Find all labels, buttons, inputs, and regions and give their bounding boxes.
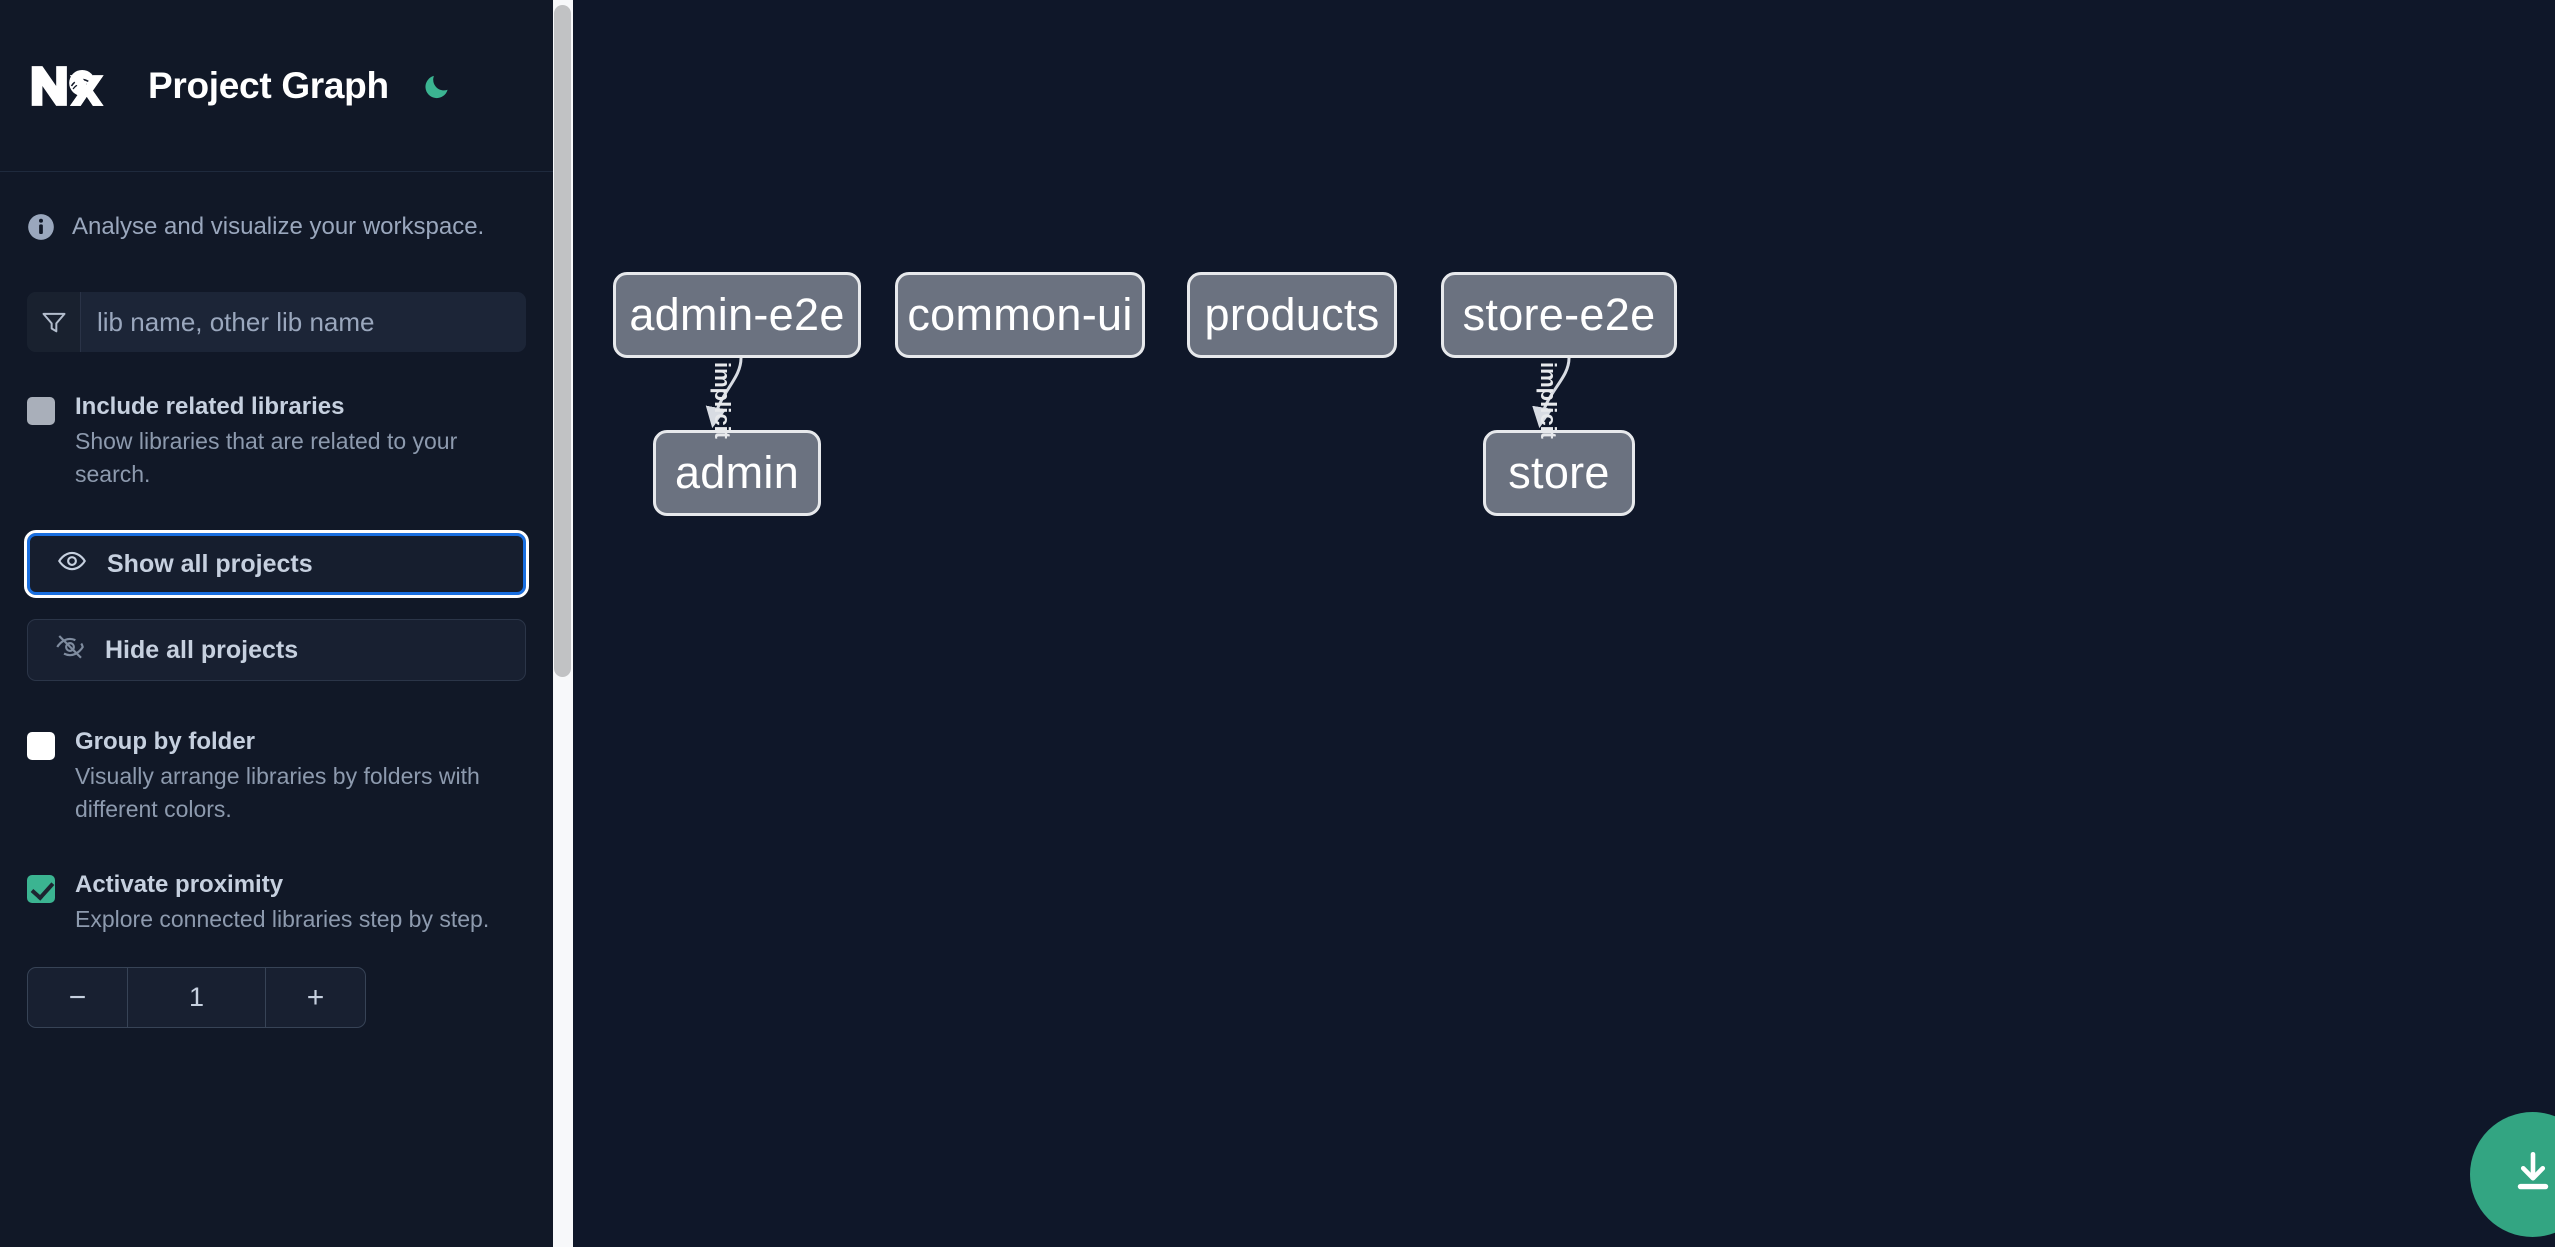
show-all-projects-label: Show all projects [107, 549, 313, 578]
sidebar-body: Include related libraries Show libraries… [0, 292, 553, 1029]
graph-node-common-ui[interactable]: common-ui [895, 272, 1145, 358]
include-related-libraries-checkbox[interactable] [27, 397, 55, 425]
proximity-value: 1 [188, 982, 205, 1013]
group-by-folder-checkbox[interactable] [27, 732, 55, 761]
proximity-increment-button[interactable]: + [265, 968, 365, 1028]
option-include-related-libraries[interactable]: Include related libraries Show libraries… [27, 392, 526, 490]
graph-edge-label-admin: implicit [710, 362, 735, 440]
sidebar-tagline: Analyse and visualize your workspace. [0, 172, 553, 282]
proximity-stepper: − 1 + [27, 967, 366, 1029]
nx-logo-icon [27, 60, 119, 112]
graph-node-label: products [1204, 289, 1380, 340]
graph-node-label: store [1508, 447, 1610, 498]
graph-node-admin[interactable]: admin [653, 430, 821, 516]
download-button[interactable] [2470, 1112, 2555, 1237]
app-title: Project Graph [148, 64, 389, 106]
eye-icon [57, 546, 87, 583]
eye-off-icon [55, 632, 85, 669]
sidebar-header: Project Graph [0, 0, 553, 172]
graph-node-label: admin-e2e [629, 289, 845, 340]
graph-node-label: store-e2e [1462, 289, 1656, 340]
tagline-text: Analyse and visualize your workspace. [72, 213, 485, 240]
hide-all-projects-wrapper: Hide all projects [27, 619, 526, 682]
moon-icon[interactable] [418, 65, 460, 107]
group-by-folder-description: Visually arrange libraries by folders wi… [75, 763, 480, 822]
graph-node-admin-e2e[interactable]: admin-e2e [613, 272, 861, 358]
show-all-projects-wrapper: Show all projects [24, 530, 529, 599]
download-icon [2508, 1147, 2555, 1202]
graph-edges [705, 357, 1571, 429]
graph-node-store[interactable]: store [1483, 430, 1635, 516]
activate-proximity-checkbox[interactable] [27, 874, 55, 903]
activate-proximity-description: Explore connected libraries step by step… [75, 905, 490, 932]
graph-canvas[interactable]: admin-e2e admin common-ui products store… [573, 0, 2555, 1247]
filter-row [27, 292, 526, 352]
info-icon [27, 213, 55, 241]
activate-proximity-label: Activate proximity [75, 870, 284, 898]
sidebar: Project Graph Analyse and visualize your… [0, 0, 553, 1247]
graph-node-products[interactable]: products [1187, 272, 1397, 358]
option-group-by-folder[interactable]: Group by folder Visually arrange librari… [27, 727, 526, 825]
group-by-folder-label: Group by folder [75, 728, 255, 756]
funnel-icon[interactable] [27, 292, 81, 352]
search-input[interactable] [81, 292, 526, 352]
graph-node-label: admin [674, 447, 800, 498]
include-related-libraries-description: Show libraries that are related to your … [75, 428, 458, 487]
hide-all-projects-button[interactable]: Hide all projects [27, 619, 526, 682]
show-all-projects-button[interactable]: Show all projects [24, 530, 529, 599]
option-activate-proximity[interactable]: Activate proximity Explore connected lib… [27, 870, 526, 936]
include-related-libraries-label: Include related libraries [75, 393, 345, 420]
graph-node-label: common-ui [907, 289, 1133, 340]
sidebar-scrollbar-thumb[interactable] [554, 5, 571, 677]
graph-node-store-e2e[interactable]: store-e2e [1441, 272, 1677, 358]
hide-all-projects-label: Hide all projects [105, 635, 299, 664]
graph-edge-label-store: implicit [1536, 362, 1561, 440]
proximity-decrement-button[interactable]: − [28, 968, 128, 1028]
